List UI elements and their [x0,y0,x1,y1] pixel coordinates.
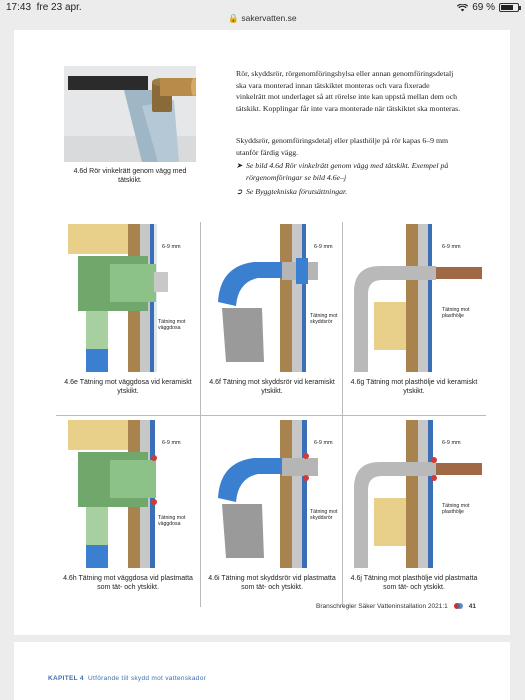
protective-pipe-keramik-illustration [218,224,318,372]
plastic-sheath-keramik-illustration [354,224,482,372]
body-paragraph-1: Rör, skyddsrör, rörgenomföringshylsa ell… [236,69,461,114]
dimension-label: 6-9 mm [162,440,181,446]
wall-box-plastmatta-illustration [68,420,157,568]
sealing-label: Tätning mot skyddsrör [310,509,338,521]
figure-4-6i: 6-9 mm Tätning mot skyddsrör 4.6i Tätnin… [202,418,342,610]
body-paragraph-2: Skyddsrör, genomföringsdetalj eller plas… [236,136,449,157]
wall-box-keramik-illustration [68,224,168,372]
dimension-label: 6-9 mm [162,244,181,250]
chapter-title: Utförande till skydd mot vattenskador [88,675,207,682]
url-bar[interactable]: 🔒 sakervatten.se [0,13,525,25]
figure-4-6j: 6-9 mm Tätning mot plasthölje 4.6j Tätni… [344,418,484,610]
lock-icon: 🔒 [228,13,239,23]
sealing-label: Tätning mot väggdosa [158,319,186,331]
status-right: 69 % [457,2,521,13]
logo-icon [453,603,463,609]
grid-divider-v2 [342,222,343,607]
reference-2[interactable]: ➲Se Byggtekniska förutsättningar. [236,186,461,198]
figure-4-6e: 6-9 mm Tätning mot väggdosa 4.6e Tätning… [58,222,198,414]
grid-divider-v1 [200,222,201,607]
figure-caption: 4.6f Tätning mot skyddsrör vid keramiskt… [209,379,335,396]
pipe-through-wall-photo [64,66,196,162]
sealing-label: Tätning mot plasthölje [442,307,470,319]
figure-caption: 4.6j Tätning mot plasthölje vid plastmat… [350,575,478,592]
next-document-page: KAPITEL 4 Utförande till skydd mot vatte… [14,642,510,700]
figure-caption: 4.6e Tätning mot väggdosa vid keramiskt … [64,379,192,396]
url-text: sakervatten.se [241,13,297,23]
sealing-label: Tätning mot väggdosa [158,515,186,527]
dimension-label: 6-9 mm [314,440,333,446]
page-number: 41 [468,602,476,610]
footer-title: Branschregler Säker Vatteninstallation 2… [316,602,448,610]
arrow-circle-icon: ➲ [236,187,243,196]
page-footer: Branschregler Säker Vatteninstallation 2… [316,602,476,610]
protective-pipe-plastmatta-illustration [218,420,318,568]
battery-percent: 69 % [472,2,495,13]
status-time: 17:43 fre 23 apr. [6,2,82,13]
reference-1-text: Se bild 4.6d Rör vinkelrätt genom vägg m… [246,161,449,182]
reference-1[interactable]: ➤Se bild 4.6d Rör vinkelrätt genom vägg … [236,160,461,183]
battery-icon [499,3,521,12]
document-page: 4.6d Rör vinkelrätt genom vägg med tätsk… [14,30,510,635]
photo-caption: 4.6d Rör vinkelrätt genom vägg med tätsk… [73,168,187,185]
sealing-label: Tätning mot plasthölje [442,503,470,515]
wifi-icon [457,3,469,11]
figure-caption: 4.6h Tätning mot väggdosa vid plastmatta… [63,575,193,592]
figure-caption: 4.6g Tätning mot plasthölje vid keramisk… [350,379,478,396]
dimension-label: 6-9 mm [442,440,461,446]
status-bar: 17:43 fre 23 apr. 69 % [0,0,525,14]
plastic-sheath-plastmatta-illustration [354,420,482,568]
figure-4-6h: 6-9 mm Tätning mot väggdosa 4.6h Tätning… [58,418,198,610]
arrow-icon: ➤ [236,161,243,170]
reference-2-text: Se Byggtekniska förutsättningar. [246,187,348,196]
grid-divider-h [56,415,486,416]
dimension-label: 6-9 mm [442,244,461,250]
figure-4-6f: 6-9 mm Tätning mot skyddsrör 4.6f Tätnin… [202,222,342,414]
dimension-label: 6-9 mm [314,244,333,250]
figure-caption: 4.6i Tätning mot skyddsrör vid plastmatt… [208,575,336,592]
sealing-label: Tätning mot skyddsrör [310,313,338,325]
figure-4-6g: 6-9 mm Tätning mot plasthölje 4.6g Tätni… [344,222,484,414]
chapter-header: KAPITEL 4 Utförande till skydd mot vatte… [48,675,206,682]
chapter-label: KAPITEL 4 [48,675,84,682]
